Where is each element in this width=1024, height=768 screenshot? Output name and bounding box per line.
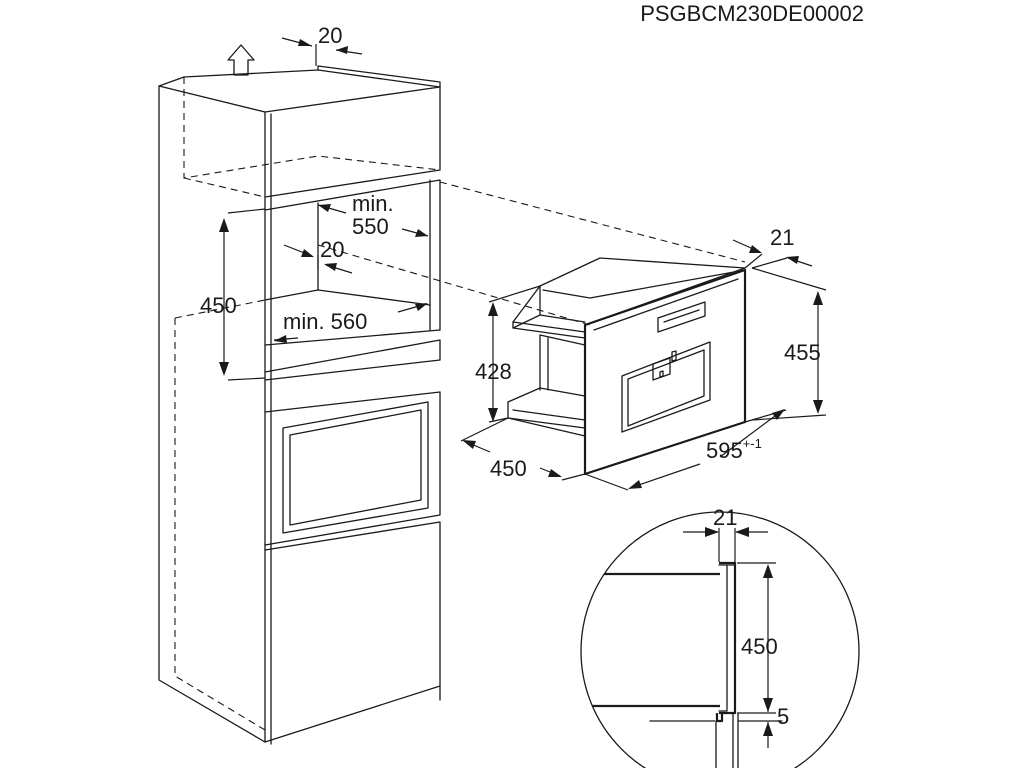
document-code: PSGBCM230DE00002 bbox=[640, 1, 864, 26]
dimension-back-gap: 20 bbox=[283, 237, 353, 274]
dimension-front-width: 595+-1 bbox=[584, 409, 787, 491]
min-depth-prefix: min. bbox=[352, 191, 394, 216]
back-gap-label: 20 bbox=[320, 237, 344, 262]
ventilation-arrow-icon bbox=[227, 44, 255, 76]
min-width-label: min. 560 bbox=[283, 309, 367, 334]
front-height-label: 455 bbox=[784, 340, 821, 365]
body-depth-label: 450 bbox=[490, 456, 527, 481]
niche-height-label: 450 bbox=[200, 293, 237, 318]
dimension-detail-height: 450 bbox=[737, 562, 778, 714]
dimension-detail-thickness: 21 bbox=[683, 505, 768, 562]
detail-bottom-gap-label: 5 bbox=[777, 704, 789, 729]
dimension-frame-depth: 21 bbox=[732, 225, 813, 269]
dimension-min-width: min. 560 bbox=[273, 303, 428, 343]
dimension-detail-bottom-gap: 5 bbox=[763, 697, 789, 748]
dimension-front-height: 455 bbox=[751, 267, 827, 421]
dimension-top-gap: 20 bbox=[281, 23, 363, 66]
detail-thickness-label: 21 bbox=[713, 505, 737, 530]
frame-depth-label: 21 bbox=[770, 225, 794, 250]
tall-cabinet bbox=[158, 44, 441, 745]
dimension-body-depth: 450 bbox=[460, 417, 586, 481]
detail-view: 21 450 5 bbox=[580, 505, 860, 768]
projection-line-top bbox=[439, 181, 746, 263]
body-height-label: 428 bbox=[475, 359, 512, 384]
front-width-label: 595+-1 bbox=[706, 436, 762, 463]
min-depth-value: 550 bbox=[352, 214, 389, 239]
top-gap-label: 20 bbox=[318, 23, 342, 48]
detail-height-label: 450 bbox=[741, 634, 778, 659]
dimension-body-height: 428 bbox=[475, 285, 541, 423]
front-width-tolerance: +-1 bbox=[743, 436, 762, 451]
dimension-niche-height: 450 bbox=[200, 208, 266, 381]
dimension-min-depth: min. 550 bbox=[317, 191, 429, 239]
